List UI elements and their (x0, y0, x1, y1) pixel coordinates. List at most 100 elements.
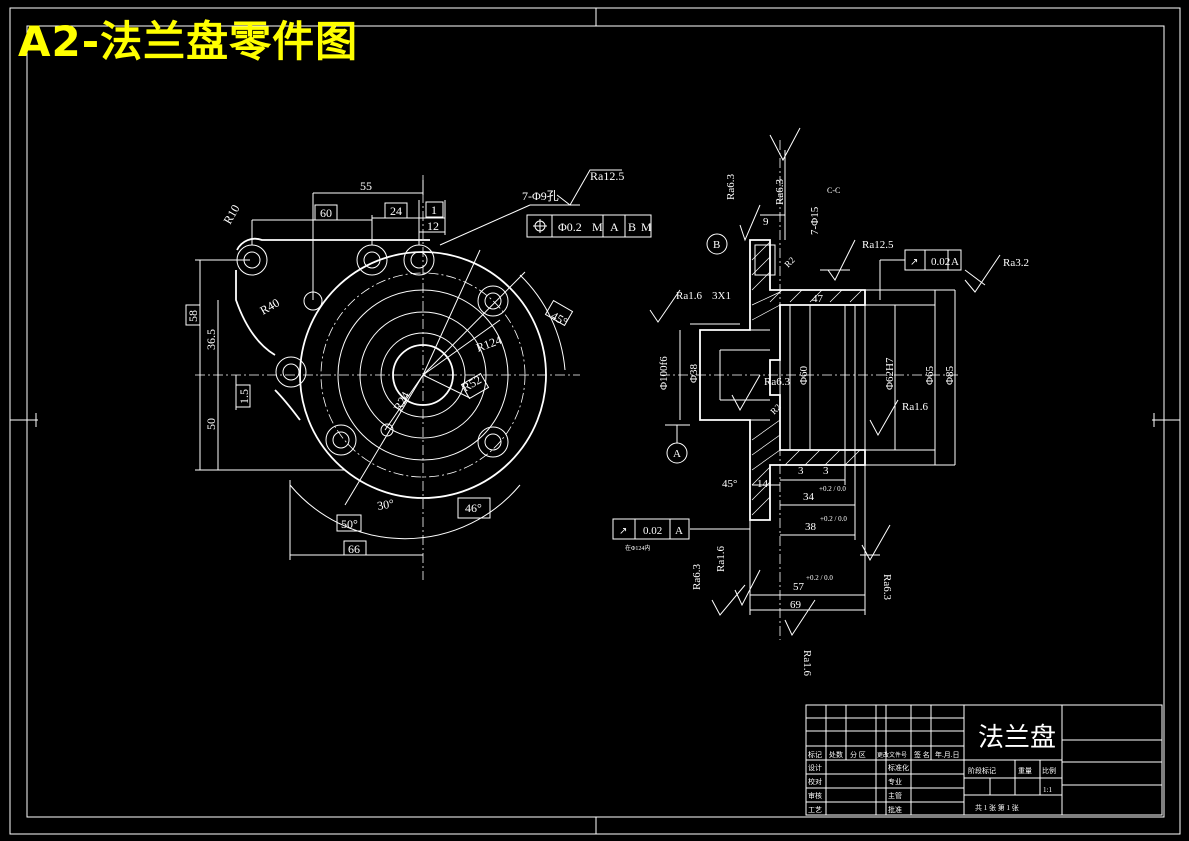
dim-1-5: 1.5 (237, 389, 251, 404)
dim-57: 57 (793, 581, 805, 593)
front-view (185, 169, 652, 580)
runout2-datum: A (675, 525, 683, 537)
datum-a: A (673, 448, 681, 460)
ra63-a: Ra6.3 (725, 174, 737, 200)
angle-50: 50° (341, 517, 358, 531)
runout-datum: A (951, 256, 959, 268)
ra-holes: Ra12.5 (590, 169, 624, 183)
dim-r40: R40 (258, 295, 282, 317)
dim-d38: Φ38 (688, 363, 700, 383)
ra16-a: Ra1.6 (676, 290, 702, 302)
ra63-b: Ra6.3 (774, 179, 786, 205)
dim-34-tol: +0.2 / 0.0 (819, 485, 846, 493)
part-name: 法兰盘 (978, 723, 1056, 752)
ra32: Ra3.2 (1003, 257, 1029, 269)
angle-45: 45° (549, 308, 571, 329)
section-view-labels: C-C Ra6.3 Ra6.3 9 7-Φ15 B R2 Ra12.5 ↗ 0.… (619, 174, 1029, 677)
dim-57-tol: +0.2 / 0.0 (806, 574, 833, 582)
chamfer-3x1: 3X1 (712, 290, 731, 302)
dim-50: 50 (204, 418, 218, 430)
ra63-d: Ra6.3 (691, 564, 703, 590)
dim-r10: R10 (220, 202, 242, 226)
ra125: Ra12.5 (862, 239, 894, 251)
row-label-2: 校对 (808, 777, 822, 786)
pos-m2: M (641, 220, 652, 234)
dim-66: 66 (348, 542, 360, 556)
dim-34: 34 (803, 491, 815, 503)
ra16-d: Ra1.6 (801, 650, 813, 676)
chamfer-45: 45° (722, 478, 737, 490)
row-label-0: 设计 (808, 763, 822, 772)
scale-value: 1:1 (1043, 786, 1052, 794)
row-label-1: 标准化 (888, 763, 909, 772)
pos-m: M (592, 220, 603, 234)
centering-marks (10, 8, 1180, 834)
dim-r52: R52 (460, 372, 484, 394)
runout2-symbol: ↗ (619, 526, 627, 537)
col-label-4: 签 名 (914, 750, 930, 759)
ra63-e: Ra6.3 (881, 574, 893, 600)
holes-note: 7-Φ9孔 (522, 189, 559, 203)
dim-d100: Φ100f6 (658, 356, 670, 390)
stage-label-1: 重量 (1018, 767, 1032, 775)
runout-value: 0.02 (931, 256, 950, 268)
dim-3a: 3 (798, 465, 804, 477)
dim-58: 58 (186, 310, 200, 322)
runout2-note: 在Φ124内 (625, 544, 650, 552)
dim-36-5: 36.5 (204, 329, 218, 350)
position-tolerance: Φ0.2 (558, 220, 582, 234)
dim-24: 24 (390, 204, 402, 218)
datum-b: B (713, 239, 720, 251)
sheet-info: 共 1 张 第 1 张 (975, 803, 1019, 812)
dim-d62: Φ62H7 (884, 357, 896, 390)
dim-d65: Φ65 (924, 365, 936, 385)
dim-1: 1 (431, 203, 437, 217)
extra-label-1: 主管 (888, 791, 902, 800)
pos-datum-a: A (610, 220, 619, 234)
stage-label-2: 比例 (1042, 766, 1056, 775)
row-label-5: 批准 (888, 805, 902, 814)
dim-47: 47 (812, 293, 824, 305)
angle-46: 46° (465, 501, 482, 515)
dim-60: 60 (320, 206, 332, 220)
stage-label-0: 阶段标记 (968, 766, 996, 775)
runout-symbol: ↗ (910, 257, 918, 268)
front-view-labels: 55 60 24 1 12 R10 R40 58 36.5 1.5 50 R12… (186, 169, 652, 556)
ra16-c: Ra1.6 (715, 546, 727, 572)
extra-label-0: 专业 (888, 777, 902, 786)
dim-r24: R24 (390, 389, 412, 413)
section-label: C-C (827, 186, 840, 195)
dim-38-tol: +0.2 / 0.0 (820, 515, 847, 523)
dim-12: 12 (427, 219, 439, 233)
col-label-5: 年.月.日 (935, 750, 960, 759)
row-label-3: 审核 (808, 791, 822, 800)
inner-frame (26, 25, 1165, 818)
row-label-4: 工艺 (808, 806, 822, 814)
title-block (805, 704, 1163, 816)
col-label-1: 处数 (829, 750, 843, 759)
dim-d60: Φ60 (798, 365, 810, 385)
dim-9: 9 (763, 216, 769, 228)
col-label-2: 分 区 (850, 750, 866, 759)
dim-r124: R124 (474, 333, 503, 355)
dim-d85: Φ85 (944, 365, 956, 385)
col-label-3: 更改文件号 (877, 751, 907, 759)
ra63-c: Ra6.3 (764, 376, 790, 388)
pos-datum-b: B (628, 220, 636, 234)
ra16-b: Ra1.6 (902, 401, 928, 413)
dim-14: 14 (757, 478, 769, 490)
title-block-labels: 法兰盘 标记 处数 分 区 更改文件号 签 名 年.月.日 设计 标准化 校对 … (808, 723, 1056, 814)
dim-55: 55 (360, 179, 372, 193)
section-view (612, 127, 1001, 640)
runout2-value: 0.02 (643, 525, 662, 537)
drawing-title: A2-法兰盘零件图 (18, 17, 359, 66)
r2: R2 (782, 255, 797, 270)
angle-30: 30° (376, 496, 395, 513)
dim-38b: 38 (805, 521, 817, 533)
dim-69: 69 (790, 599, 802, 611)
col-label-0: 标记 (808, 750, 822, 759)
dim-3b: 3 (823, 465, 829, 477)
dim-7-15: 7-Φ15 (809, 206, 821, 235)
outer-frame (9, 7, 1181, 835)
